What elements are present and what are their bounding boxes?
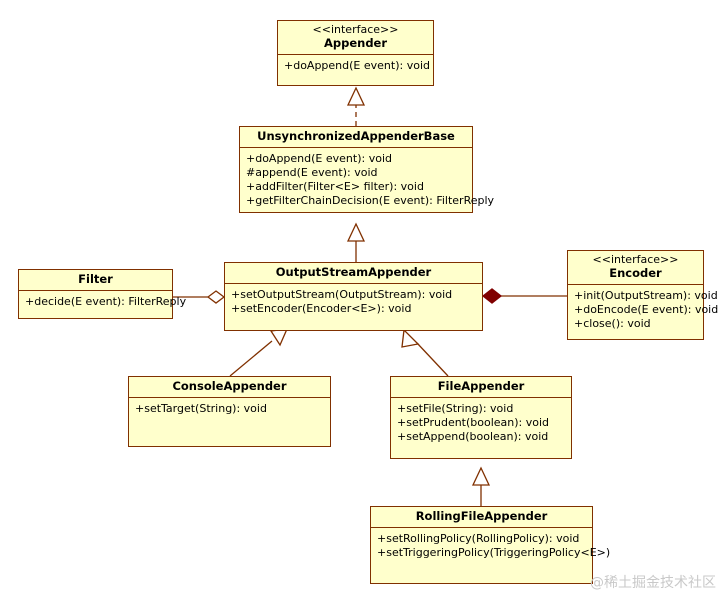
- uml-class-members: +decide(E event): FilterReply: [19, 291, 187, 318]
- class-member: +doEncode(E event): void: [574, 302, 719, 316]
- uml-class-members: +setTarget(String): void: [129, 398, 330, 446]
- class-member: +setTarget(String): void: [135, 402, 267, 416]
- class-name-label: OutputStreamAppender: [275, 265, 432, 279]
- uml-class-members: +init(OutputStream): void +doEncode(E ev…: [568, 285, 719, 339]
- class-name-label: Encoder: [609, 265, 662, 280]
- uml-class-console-appender[interactable]: ConsoleAppender +setTarget(String): void: [128, 376, 331, 448]
- class-member: +setFile(String): void: [397, 402, 514, 416]
- class-member: #append(E event): void: [246, 166, 378, 180]
- uml-class-encoder[interactable]: <<interface>> Encoder +init(OutputStream…: [567, 250, 719, 340]
- class-member: +setAppend(boolean): void: [397, 430, 549, 444]
- class-name-label: FileAppender: [437, 379, 525, 393]
- class-name-label: ConsoleAppender: [172, 379, 287, 393]
- uml-class-rolling-file-appender[interactable]: RollingFileAppender +setRollingPolicy(Ro…: [370, 506, 611, 585]
- uml-class-unsynchronized-appender-base[interactable]: UnsynchronizedAppenderBase +doAppend(E e…: [239, 126, 495, 214]
- uml-class-header: <<interface>> Appender: [278, 21, 433, 55]
- class-name-label: UnsynchronizedAppenderBase: [257, 129, 455, 143]
- uml-class-header: FileAppender: [391, 377, 571, 399]
- stereotype-label: <<interface>>: [312, 23, 399, 36]
- class-member: +addFilter(Filter<E> filter): void: [246, 180, 424, 194]
- class-name-label: RollingFileAppender: [415, 509, 548, 523]
- relation-unsync-implements-appender: [346, 86, 366, 126]
- class-member: +close(): void: [574, 316, 651, 330]
- uml-class-header: Filter: [19, 270, 172, 292]
- class-member: +setPrudent(boolean): void: [397, 416, 550, 430]
- stereotype-label: <<interface>>: [592, 253, 679, 266]
- relation-rolling-extends-file: [471, 466, 491, 506]
- uml-class-members: +setOutputStream(OutputStream): void +se…: [225, 284, 482, 330]
- relation-file-extends-osa: [401, 328, 449, 377]
- watermark-label: @稀土掘金技术社区: [590, 575, 716, 591]
- uml-class-members: +doAppend(E event): void #append(E event…: [240, 148, 495, 212]
- uml-class-members: +doAppend(E event): void: [278, 55, 433, 85]
- uml-class-header: RollingFileAppender: [371, 507, 592, 529]
- class-member: +setTriggeringPolicy(TriggeringPolicy<E>…: [377, 546, 611, 560]
- uml-class-header: UnsynchronizedAppenderBase: [240, 127, 472, 149]
- class-member: +setRollingPolicy(RollingPolicy): void: [377, 532, 580, 546]
- uml-class-filter[interactable]: Filter +decide(E event): FilterReply: [18, 269, 187, 320]
- uml-class-members: +setRollingPolicy(RollingPolicy): void +…: [371, 528, 611, 583]
- uml-class-header: ConsoleAppender: [129, 377, 330, 399]
- uml-class-appender[interactable]: <<interface>> Appender +doAppend(E event…: [277, 20, 434, 86]
- relation-console-extends-osa: [229, 328, 289, 377]
- relation-osa-composes-encoder: [481, 288, 567, 304]
- uml-class-header: OutputStreamAppender: [225, 263, 482, 285]
- class-member: +doAppend(E event): void: [284, 58, 430, 72]
- uml-class-file-appender[interactable]: FileAppender +setFile(String): void +set…: [390, 376, 572, 460]
- class-member: +doAppend(E event): void: [246, 152, 392, 166]
- uml-class-header: <<interface>> Encoder: [568, 251, 703, 285]
- class-member: +init(OutputStream): void: [574, 288, 718, 302]
- class-name-label: Appender: [323, 35, 388, 50]
- class-name-label: Filter: [78, 272, 113, 286]
- uml-class-members: +setFile(String): void +setPrudent(boole…: [391, 398, 571, 458]
- class-member: +setEncoder(Encoder<E>): void: [231, 302, 412, 316]
- uml-class-output-stream-appender[interactable]: OutputStreamAppender +setOutputStream(Ou…: [224, 262, 483, 332]
- class-member: +decide(E event): FilterReply: [25, 295, 187, 309]
- relation-osa-extends-unsync: [346, 222, 366, 262]
- class-member: +setOutputStream(OutputStream): void: [231, 288, 453, 302]
- class-member: +getFilterChainDecision(E event): Filter…: [246, 194, 495, 208]
